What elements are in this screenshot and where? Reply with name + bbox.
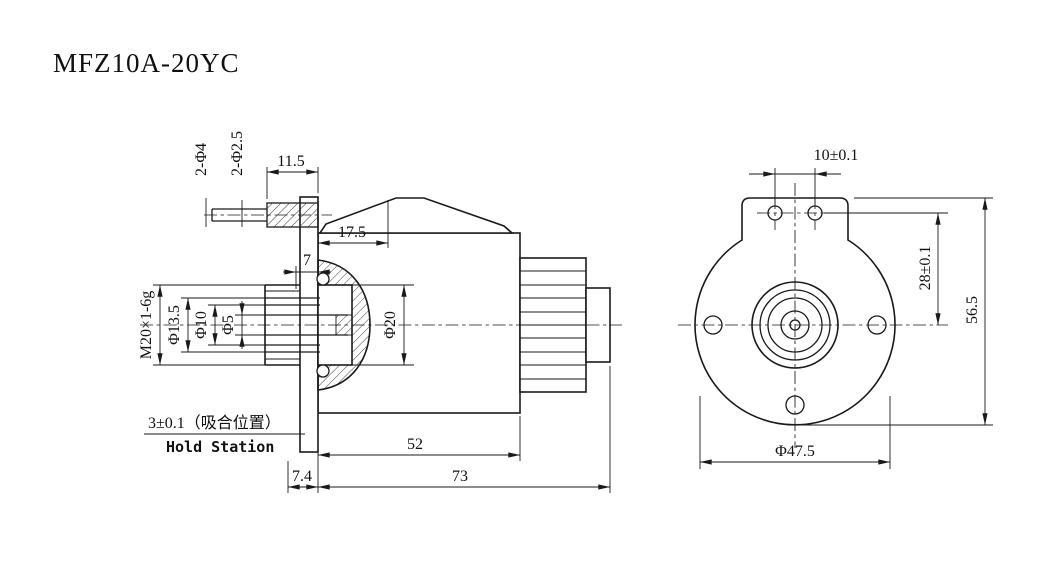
o-ring-top xyxy=(316,272,330,286)
side-view: 11.5 2-Φ4 2-Φ2.5 17.5 7 M20×1-6g xyxy=(138,131,622,493)
dim-hole-pitch: 10±0.1 xyxy=(814,147,859,164)
dim-phi5: Φ5 xyxy=(220,315,237,335)
front-view: 10±0.1 28±0.1 56.5 Φ47.5 xyxy=(678,147,993,469)
drawing-title: MFZ10A-20YC xyxy=(53,48,240,78)
o-ring-bottom xyxy=(316,364,330,378)
dim-holes-inner: 2-Φ2.5 xyxy=(229,131,246,176)
stroke-note-cn: 3±0.1（吸合位置） xyxy=(148,414,281,432)
dim-phi135: Φ13.5 xyxy=(166,305,183,345)
dim-total-len: 73 xyxy=(452,468,468,485)
dim-flange-dia: Φ47.5 xyxy=(775,443,815,460)
dim-gap7: 7 xyxy=(303,252,311,269)
dim-phi10: Φ10 xyxy=(193,311,210,339)
connector-housing xyxy=(318,197,515,234)
dim-tab-width: 11.5 xyxy=(277,153,304,170)
side-dimensions: 11.5 2-Φ4 2-Φ2.5 17.5 7 M20×1-6g xyxy=(138,131,611,493)
dim-coil-len: 52 xyxy=(407,436,423,453)
dim-connector-offset: 17.5 xyxy=(338,224,366,241)
dim-holes-outer: 2-Φ4 xyxy=(193,143,210,176)
mounting-plate xyxy=(299,196,319,453)
dim-height-to-center: 28±0.1 xyxy=(917,246,934,291)
front-dimensions: 10±0.1 28±0.1 56.5 Φ47.5 xyxy=(699,147,993,469)
dim-thread: M20×1-6g xyxy=(138,291,155,360)
stroke-note-en: Hold Station xyxy=(166,438,274,456)
dim-plate-off: 7.4 xyxy=(292,468,312,485)
mounting-tab-section xyxy=(204,202,332,228)
dim-phi20: Φ20 xyxy=(382,311,399,339)
dim-total-height: 56.5 xyxy=(964,296,981,324)
